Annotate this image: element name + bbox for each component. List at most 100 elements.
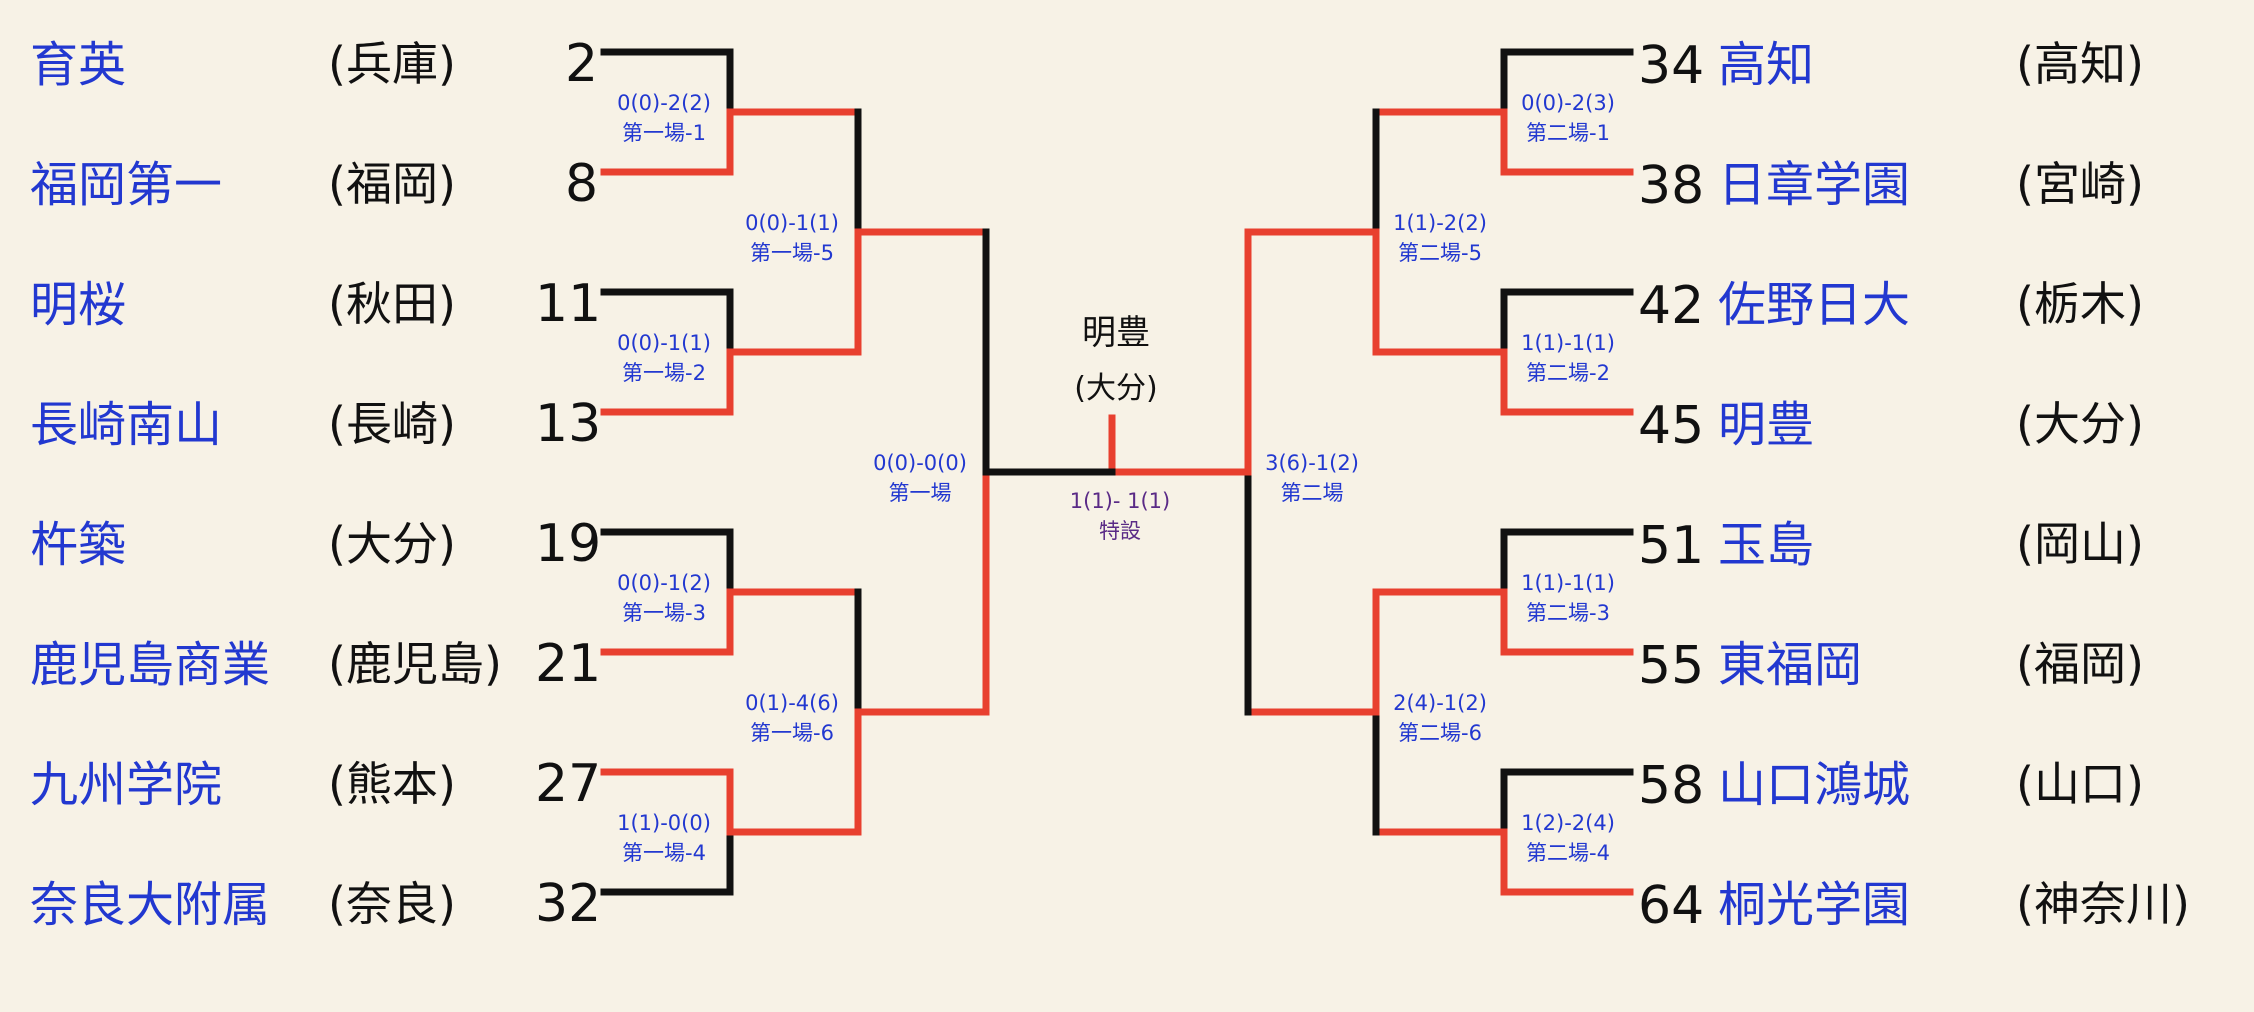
champion-pref: (大分) — [1074, 371, 1158, 406]
venue: 第一場-3 — [622, 601, 706, 625]
venue: 第二場 — [1280, 481, 1344, 505]
left-team-pref: (奈良) — [328, 877, 456, 931]
score: 1(1)-0(0) — [617, 811, 711, 835]
right-team-name: 玉島 — [1718, 517, 1815, 573]
score: 0(0)-1(2) — [617, 571, 711, 595]
left-team-seed: 11 — [535, 274, 602, 334]
score: 0(0)-2(3) — [1521, 91, 1615, 115]
right-team-pref: (神奈川) — [2016, 877, 2190, 931]
right-team-pref: (福岡) — [2016, 637, 2144, 691]
left-team-seed: 21 — [535, 634, 602, 694]
bracket-line — [600, 348, 734, 416]
left-team-seed: 19 — [535, 514, 602, 574]
left-team-seed: 32 — [535, 874, 602, 934]
bracket-line — [1500, 768, 1634, 836]
right-team-seed: 42 — [1638, 276, 1705, 336]
left-team-seed: 13 — [535, 394, 602, 454]
match-score-r5: 1(1)-2(2) 第二場-5 — [1350, 208, 1530, 268]
venue: 第一場-1 — [622, 121, 706, 145]
right-team-name: 日章学園 — [1718, 157, 1911, 213]
bracket-line — [1500, 48, 1634, 116]
right-team-name: 明豊 — [1718, 397, 1815, 453]
match-score-r2: 1(1)-1(1) 第二場-2 — [1478, 328, 1658, 388]
score: 1(2)-2(4) — [1521, 811, 1615, 835]
right-team-seed: 34 — [1638, 36, 1705, 96]
score: 1(1)-2(2) — [1393, 211, 1487, 235]
right-team-pref: (栃木) — [2016, 277, 2144, 331]
match-score-r4: 1(2)-2(4) 第二場-4 — [1478, 808, 1658, 868]
match-score-l7: 0(0)-0(0) 第一場 — [830, 448, 1010, 508]
left-team-seed: 8 — [565, 154, 599, 214]
score: 0(0)-1(1) — [745, 211, 839, 235]
right-team-seed: 51 — [1638, 516, 1705, 576]
right-team-seed: 38 — [1638, 156, 1705, 216]
score: 0(0)-1(1) — [617, 331, 711, 355]
score: 3(6)-1(2) — [1265, 451, 1359, 475]
match-score-l2: 0(0)-1(1) 第一場-2 — [574, 328, 754, 388]
venue: 第二場-1 — [1526, 121, 1610, 145]
venue: 第二場-4 — [1526, 841, 1610, 865]
match-score-l6: 0(1)-4(6) 第一場-6 — [702, 688, 882, 748]
venue: 第一場-2 — [622, 361, 706, 385]
left-team-pref: (秋田) — [328, 277, 456, 331]
right-team-name: 高知 — [1718, 37, 1815, 93]
right-team-pref: (宮崎) — [2016, 157, 2144, 211]
venue: 第二場-5 — [1398, 241, 1482, 265]
match-score-r7: 3(6)-1(2) 第二場 — [1222, 448, 1402, 508]
venue: 第一場-4 — [622, 841, 706, 865]
right-team-pref: (高知) — [2016, 37, 2144, 91]
bracket-line — [1500, 588, 1634, 656]
right-team-name: 桐光学園 — [1718, 877, 1911, 933]
left-team-name: 育英 — [30, 37, 127, 93]
right-team-seed: 58 — [1638, 756, 1705, 816]
score: 0(1)-4(6) — [745, 691, 839, 715]
right-team-pref: (岡山) — [2016, 517, 2144, 571]
score: 1(1)-1(1) — [1521, 571, 1615, 595]
match-score-final: 1(1)- 1(1)特設 — [1030, 486, 1210, 546]
score: 1(1)-1(1) — [1521, 331, 1615, 355]
venue: 第二場-6 — [1398, 721, 1482, 745]
left-team-pref: (兵庫) — [328, 37, 456, 91]
score: 1(1)- 1(1) — [1069, 489, 1171, 513]
bracket-line — [600, 108, 734, 176]
venue: 第一場 — [888, 481, 952, 505]
left-team-pref: (福岡) — [328, 157, 456, 211]
left-team-seed: 2 — [565, 34, 599, 94]
left-team-name: 長崎南山 — [30, 397, 223, 453]
right-team-name: 山口鴻城 — [1718, 757, 1911, 813]
bracket-line — [1500, 108, 1634, 176]
score: 0(0)-2(2) — [617, 91, 711, 115]
left-team-name: 明桜 — [30, 277, 127, 333]
score: 2(4)-1(2) — [1393, 691, 1487, 715]
bracket-line — [600, 828, 734, 896]
right-team-name: 東福岡 — [1718, 637, 1863, 693]
bracket-line — [1500, 528, 1634, 596]
venue: 第二場-2 — [1526, 361, 1610, 385]
bracket-line — [600, 48, 734, 116]
champion-name: 明豊 — [1082, 313, 1150, 353]
right-team-seed: 64 — [1638, 876, 1705, 936]
left-team-name: 杵築 — [30, 517, 127, 573]
match-score-l3: 0(0)-1(2) 第一場-3 — [574, 568, 754, 628]
bracket-line — [600, 588, 734, 656]
match-score-l5: 0(0)-1(1) 第一場-5 — [702, 208, 882, 268]
left-team-pref: (大分) — [328, 517, 456, 571]
left-team-pref: (鹿児島) — [328, 637, 502, 691]
match-score-r1: 0(0)-2(3) 第二場-1 — [1478, 88, 1658, 148]
match-score-l4: 1(1)-0(0) 第一場-4 — [574, 808, 754, 868]
right-team-seed: 55 — [1638, 636, 1705, 696]
left-team-pref: (熊本) — [328, 757, 456, 811]
bracket-line — [600, 768, 734, 836]
left-team-name: 奈良大附属 — [30, 877, 271, 933]
venue: 第一場-6 — [750, 721, 834, 745]
score: 0(0)-0(0) — [873, 451, 967, 475]
right-team-pref: (山口) — [2016, 757, 2144, 811]
right-team-pref: (大分) — [2016, 397, 2144, 451]
venue: 第一場-5 — [750, 241, 834, 265]
match-score-r3: 1(1)-1(1)第二場-3 — [1478, 568, 1658, 628]
left-team-name: 福岡第一 — [30, 157, 223, 213]
left-team-name: 九州学院 — [30, 757, 223, 813]
right-team-seed: 45 — [1638, 396, 1705, 456]
left-team-name: 鹿児島商業 — [30, 637, 271, 693]
